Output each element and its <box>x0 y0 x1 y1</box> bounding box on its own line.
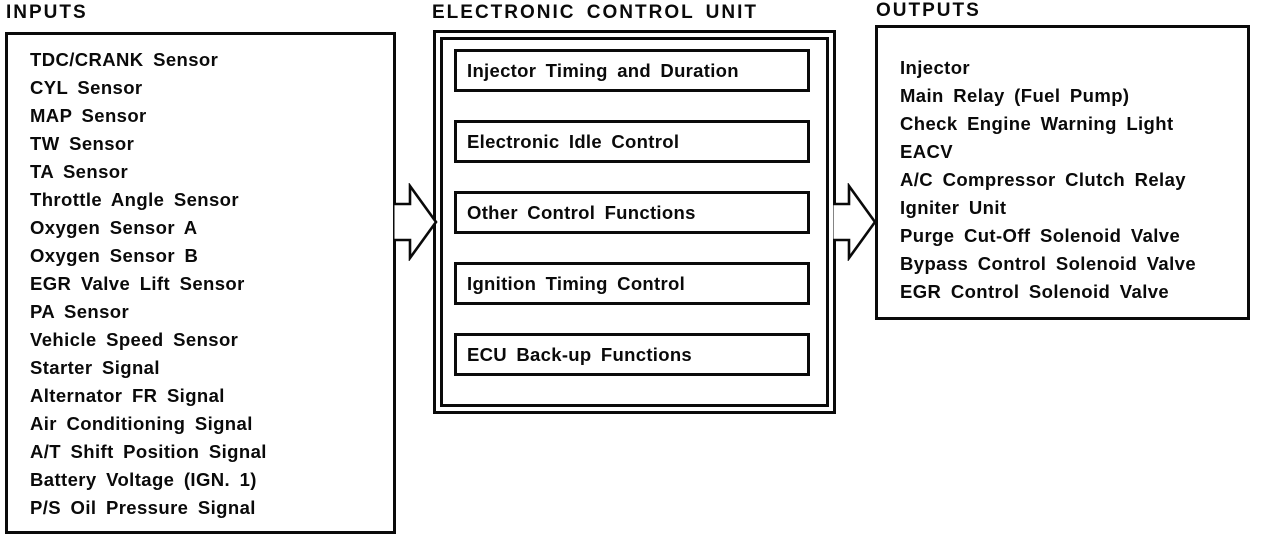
input-item: PA Sensor <box>30 301 130 322</box>
input-item: Battery Voltage (IGN. 1) <box>30 469 257 490</box>
output-item: A/C Compressor Clutch Relay <box>900 169 1186 190</box>
inputs-section-title: INPUTS <box>6 2 88 23</box>
input-item: Starter Signal <box>30 357 160 378</box>
input-item: Air Conditioning Signal <box>30 413 253 434</box>
output-item: Bypass Control Solenoid Valve <box>900 253 1197 274</box>
ecu-function-box: Ignition Timing Control <box>454 262 810 305</box>
input-item: A/T Shift Position Signal <box>30 441 267 462</box>
output-item: Purge Cut-Off Solenoid Valve <box>900 225 1181 246</box>
input-item: Vehicle Speed Sensor <box>30 329 239 350</box>
output-item: Injector <box>900 57 971 78</box>
output-item: Main Relay (Fuel Pump) <box>900 85 1130 106</box>
input-item: TDC/CRANK Sensor <box>30 49 219 70</box>
input-item: EGR Valve Lift Sensor <box>30 273 245 294</box>
input-item: Oxygen Sensor A <box>30 217 198 238</box>
input-item: TA Sensor <box>30 161 129 182</box>
input-item: TW Sensor <box>30 133 135 154</box>
input-item: Oxygen Sensor B <box>30 245 199 266</box>
ecu-function-box: Electronic Idle Control <box>454 120 810 163</box>
input-item: MAP Sensor <box>30 105 147 126</box>
input-item: Throttle Angle Sensor <box>30 189 239 210</box>
output-item: Igniter Unit <box>900 197 1007 218</box>
ecu-to-outputs-arrow-icon <box>833 183 877 261</box>
output-item: EGR Control Solenoid Valve <box>900 281 1170 302</box>
output-item: EACV <box>900 141 953 162</box>
input-item: CYL Sensor <box>30 77 143 98</box>
ecu-section-title: ELECTRONIC CONTROL UNIT <box>432 2 758 23</box>
ecu-function-box: ECU Back-up Functions <box>454 333 810 376</box>
outputs-section-title: OUTPUTS <box>876 0 981 21</box>
input-item: Alternator FR Signal <box>30 385 225 406</box>
ecu-function-box: Other Control Functions <box>454 191 810 234</box>
inputs-to-ecu-arrow-icon <box>394 183 438 261</box>
output-item: Check Engine Warning Light <box>900 113 1174 134</box>
input-item: P/S Oil Pressure Signal <box>30 497 256 518</box>
ecu-function-box: Injector Timing and Duration <box>454 49 810 92</box>
